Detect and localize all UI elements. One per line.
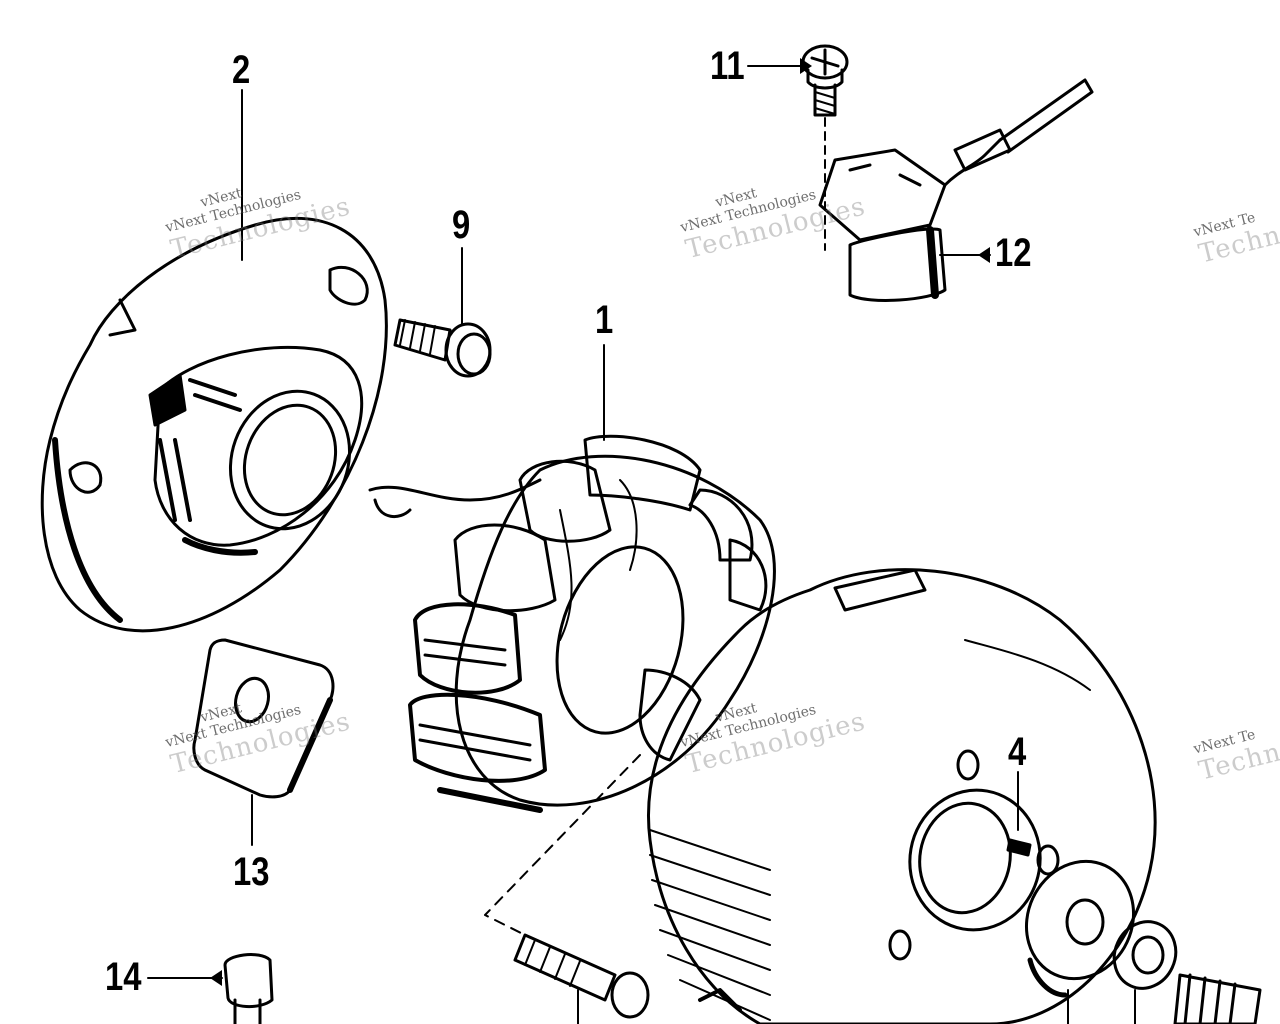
washer (1024, 859, 1136, 998)
part-9-bolt (393, 318, 492, 378)
part-14-bolt (223, 953, 274, 1024)
callout-2: 2 (232, 48, 251, 92)
shaft-end-bolt (1173, 973, 1262, 1024)
flywheel-rotor (647, 568, 1157, 1024)
nut (1112, 920, 1178, 990)
stator-mount-bolt (513, 933, 650, 1019)
part-11-screw (801, 44, 849, 117)
callout-9: 9 (452, 203, 471, 247)
part-2-base-plate (40, 216, 388, 633)
callout-12: 12 (995, 231, 1032, 275)
part-12-pulser (818, 78, 1094, 302)
part-4-key (1006, 838, 1032, 857)
callout-1: 1 (595, 298, 614, 342)
part-1-stator (368, 434, 776, 813)
callout-4: 4 (1008, 730, 1027, 774)
callout-13: 13 (233, 850, 270, 894)
leader-lines (147, 65, 1136, 1024)
part-13-block (192, 638, 335, 799)
leader-bolt-dashed (484, 754, 641, 936)
callout-14: 14 (105, 955, 142, 999)
callout-11: 11 (710, 44, 745, 88)
